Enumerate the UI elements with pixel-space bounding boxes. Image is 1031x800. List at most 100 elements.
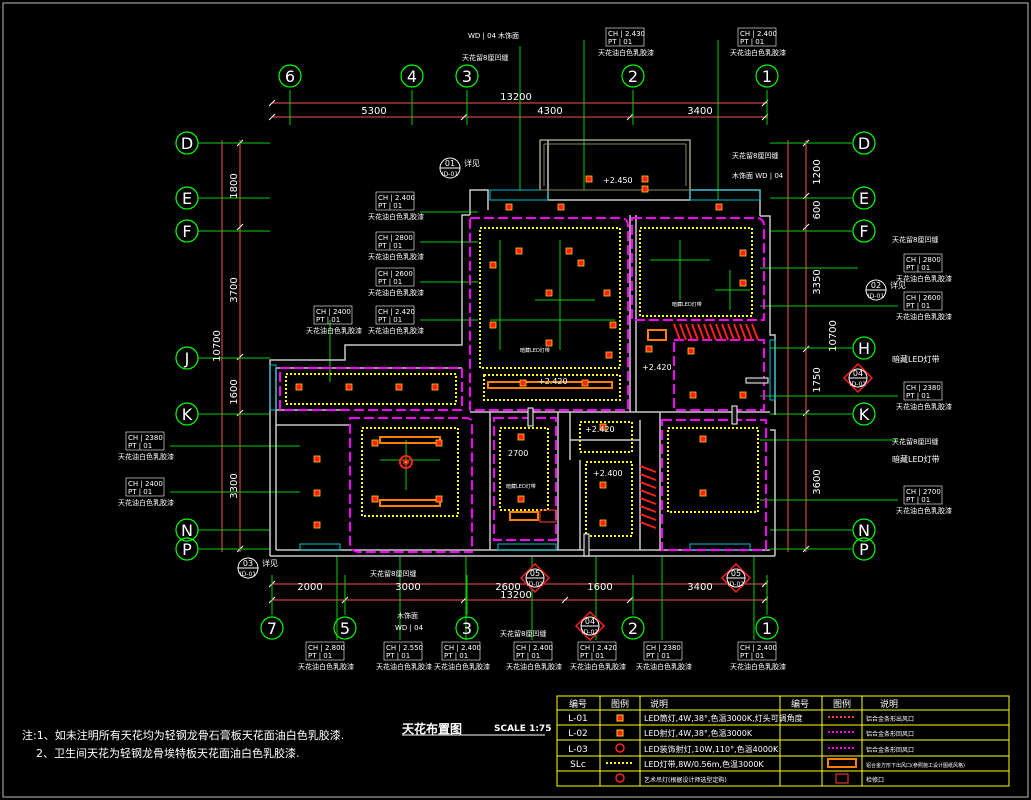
gap-bottom-mid: 天花留8厘凹缝 xyxy=(500,629,546,638)
legend-header-0: 编号 xyxy=(569,698,587,710)
axis-left-E-label: E xyxy=(182,189,192,208)
ch-tag-value: CH | 2400 xyxy=(128,480,163,488)
legend-icon-pendant xyxy=(615,773,625,783)
axis-bottom-2-label: 2 xyxy=(628,619,638,638)
axis-bottom-5-label: 5 xyxy=(340,619,350,638)
ch-tag-desc: 天花油白色乳胶漆 xyxy=(368,326,424,335)
axis-bottom-7-label: 7 xyxy=(267,619,277,638)
ch-tag-paint: PT | 01 xyxy=(444,652,468,660)
axis-right-P xyxy=(852,537,876,561)
axis-right-F-label: F xyxy=(859,222,868,241)
ch-tag-value: CH | 2380 xyxy=(646,644,681,652)
ch-tag-value: CH | 2800 xyxy=(906,256,941,264)
dimension-lines xyxy=(221,102,807,601)
axis-top-4-label: 4 xyxy=(407,67,417,86)
ch-tag-desc: 天花油白色乳胶漆 xyxy=(730,662,786,671)
legend-desc: 艺术吊灯(根据设计师选型定购) xyxy=(644,776,727,784)
ch-tag-value: CH | 2380 xyxy=(906,384,941,392)
legend-desc: LED射灯,4W,38°,色温3000K xyxy=(644,728,753,738)
axis-left-P-label: P xyxy=(182,540,192,559)
legend-code: L-03 xyxy=(568,745,588,755)
ch-tag-value: CH | 2.550 xyxy=(386,644,423,652)
pendant-lamp xyxy=(399,455,413,469)
vent-hatch xyxy=(639,323,759,529)
ch-tag-value: CH | 2.430 xyxy=(608,30,645,38)
dim-right-4: 3600 xyxy=(812,469,823,494)
ch-tag-desc: 天花油白色乳胶漆 xyxy=(376,662,432,671)
section-sheet: ID-02 xyxy=(582,629,598,636)
led-label-1: 暗藏LED灯带 xyxy=(892,354,940,364)
dim-top-0: 5300 xyxy=(361,106,386,117)
ch-tag-value: CH | 2.400 xyxy=(740,644,777,652)
axis-bottom-2 xyxy=(621,616,645,640)
legend-desc: LED筒灯,4W,38°,色温3000K,灯头可调角度 xyxy=(644,713,803,723)
dim-bottom-2: 2600 xyxy=(495,582,520,593)
ch-tag-paint: PT | 01 xyxy=(906,302,930,310)
ch-tag-value: CH | 2600 xyxy=(906,294,941,302)
access-panel xyxy=(539,509,557,523)
ch-tag-paint: PT | 01 xyxy=(128,488,152,496)
legend-icon-l03 xyxy=(615,743,625,753)
axis-bottom-5 xyxy=(333,616,357,640)
axis-left-D xyxy=(175,131,199,155)
room-level: +2.420 xyxy=(585,425,615,434)
gap-right-3: 天花留8厘凹缝 xyxy=(892,437,938,446)
note-1: 注:1、如未注明所有天花均为轻钢龙骨石膏板天花面油白色乳胶漆. xyxy=(22,729,345,742)
legend-icon-l01 xyxy=(616,714,624,722)
axis-right-D xyxy=(852,131,876,155)
legend-code: SLc xyxy=(570,760,586,770)
legend-desc: LED灯带,8W/0.56m,色温3000K xyxy=(644,759,764,769)
ch-tag-paint: PT | 01 xyxy=(906,496,930,504)
section-num: 05 xyxy=(731,569,741,578)
ch-tag-value: CH | 2.400 xyxy=(740,30,777,38)
dim-total-top: 13200 xyxy=(500,92,532,103)
room-level: +2.420 xyxy=(642,363,672,372)
ch-tag-desc: 天花油白色乳胶漆 xyxy=(118,498,174,507)
section-sheet: ID-02 xyxy=(850,381,866,388)
legend-right-desc: 铝合金条形回风口 xyxy=(866,730,914,738)
ch-tag-box xyxy=(125,477,165,497)
dim-bottom-3: 1600 xyxy=(587,582,612,593)
ch-tag-value: CH | 2.800 xyxy=(308,644,345,652)
legend-right-desc: 铝合金条形回风口 xyxy=(866,746,914,754)
ch-tag-desc: 天花油白色乳胶漆 xyxy=(896,402,952,411)
ch-tag-box xyxy=(577,641,617,661)
axis-left-K-label: K xyxy=(182,405,193,424)
ch-tag-desc: 天花油白色乳胶漆 xyxy=(306,326,362,335)
ch-tag-paint: PT | 01 xyxy=(308,652,332,660)
wd-tag-top: WD | 04 xyxy=(468,32,497,40)
legend-icon-l02 xyxy=(616,729,624,737)
ch-tag-desc: 天花油白色乳胶漆 xyxy=(896,274,952,283)
ch-tag-box xyxy=(903,253,943,273)
light-fixtures xyxy=(295,175,747,529)
axis-right-K xyxy=(852,402,876,426)
axis-top-1 xyxy=(755,64,779,88)
section-num: 01 xyxy=(445,159,455,168)
axis-left-K xyxy=(175,402,199,426)
axis-left-J xyxy=(175,346,199,370)
section-word: 详见 xyxy=(262,558,278,568)
ch-tag-value: CH | 2600 xyxy=(378,270,413,278)
dim-right-3: 1750 xyxy=(812,367,823,392)
wood-finish-top: 木饰面 xyxy=(498,31,519,40)
ch-tag-paint: PT | 01 xyxy=(128,442,152,450)
ch-tag-box xyxy=(643,641,683,661)
led-small-2: 暗藏LED灯带 xyxy=(672,301,702,308)
legend-desc: LED装饰射灯,10W,110°,色温4000K xyxy=(644,744,779,754)
